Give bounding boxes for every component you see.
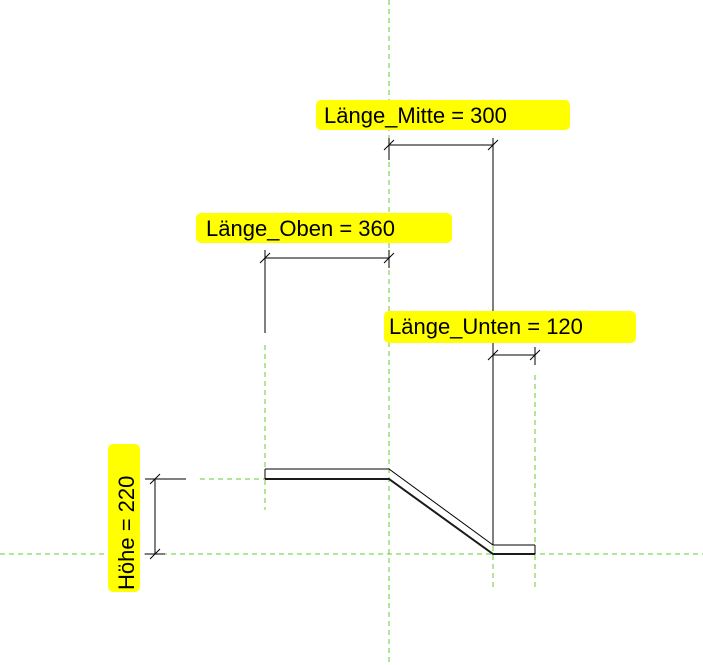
label-text: Länge_Unten = 120 — [389, 314, 583, 339]
tick-right — [487, 139, 499, 151]
label-length-bottom[interactable]: Länge_Unten = 120 — [384, 311, 636, 343]
profile-inner-edge[interactable] — [265, 478, 535, 555]
tick-left — [487, 349, 499, 361]
label-length-middle[interactable]: Länge_Mitte = 300 — [316, 100, 570, 130]
profile-outer-edge[interactable] — [265, 468, 535, 546]
tick-top — [149, 473, 161, 485]
tick-bottom — [149, 548, 161, 560]
tick-left — [383, 139, 395, 151]
label-highlight — [384, 311, 636, 343]
tick-right — [529, 349, 541, 361]
label-text: Höhe = 220 — [114, 476, 139, 590]
label-text: Länge_Oben = 360 — [206, 216, 395, 241]
label-highlight — [108, 444, 140, 592]
label-text: Länge_Mitte = 300 — [324, 103, 507, 128]
tick-right — [383, 252, 395, 264]
tick-left — [259, 252, 271, 264]
dimension-length-bottom[interactable] — [487, 347, 541, 365]
label-height[interactable]: Höhe = 220 — [108, 444, 140, 592]
label-length-top[interactable]: Länge_Oben = 360 — [196, 213, 452, 243]
label-highlight — [316, 100, 570, 130]
dimension-height[interactable] — [145, 473, 186, 560]
label-highlight — [196, 213, 452, 243]
dimension-length-top[interactable] — [259, 250, 395, 333]
profile-geometry — [264, 468, 536, 555]
